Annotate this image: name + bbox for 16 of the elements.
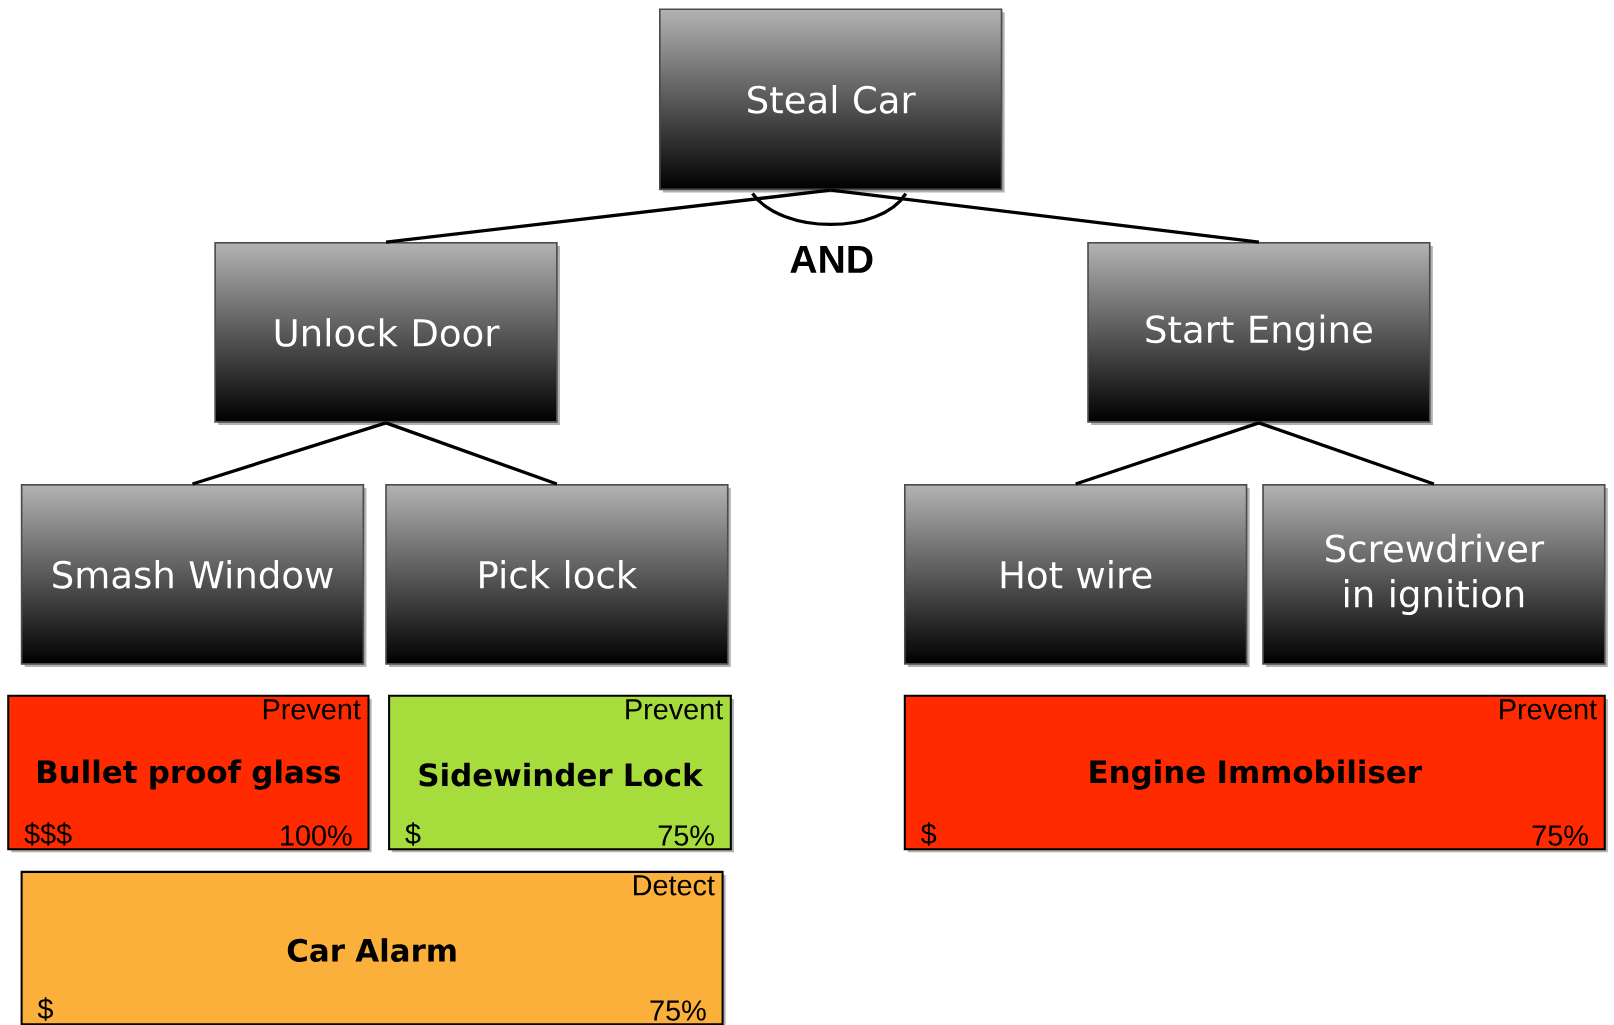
goal-box: Start Engine <box>1087 242 1431 423</box>
tree-line <box>1075 421 1260 486</box>
goal-box: Pick lock <box>385 483 729 665</box>
goal-box: Unlock Door <box>214 242 558 423</box>
countermeasure-box: Prevent Engine Immobiliser $ 75% <box>903 694 1606 851</box>
goal-box: Screwdriver in ignition <box>1262 483 1606 665</box>
countermeasure-box: Detect Car Alarm $ 75% <box>20 870 724 1025</box>
goal-box: Hot wire <box>903 483 1248 665</box>
tree-line <box>385 421 558 486</box>
goal-box: Smash Window <box>20 483 365 665</box>
countermeasure-box: Prevent Bullet proof glass $$$ 100% <box>7 694 370 851</box>
tree-line <box>192 421 387 486</box>
countermeasure-box: Prevent Sidewinder Lock $ 75% <box>388 694 732 851</box>
tree-line <box>1258 421 1435 486</box>
gate-label: AND <box>790 245 873 273</box>
goal-box: Steal Car <box>659 8 1003 191</box>
